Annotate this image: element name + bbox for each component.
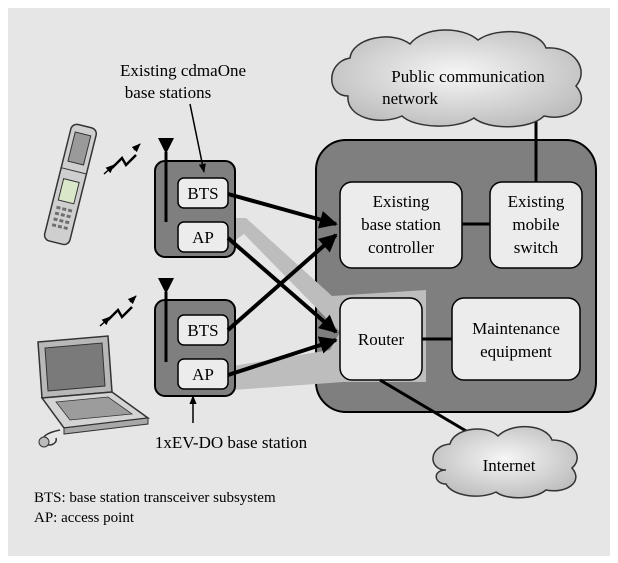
wireless-signal-icon — [99, 295, 137, 327]
mobile-phone-icon — [43, 123, 98, 246]
maintenance-label-line1: Maintenance — [472, 319, 560, 338]
wireless-signal-icon — [103, 143, 141, 175]
router-internet-link — [379, 378, 479, 440]
legend-bts-definition: BTS: base station transceiver subsystem — [34, 490, 276, 506]
bts-box-top — [177, 177, 229, 209]
legend-ap-definition: AP: access point — [34, 510, 135, 526]
internet-label: Internet — [483, 456, 536, 475]
switch-label-line3: switch — [514, 238, 559, 257]
bts-bottom-label: BTS — [187, 321, 218, 340]
laptop-icon — [37, 335, 150, 448]
maintenance-equipment-box — [451, 297, 581, 381]
bts-to-controller-arrow — [227, 192, 338, 229]
internet-cloud — [432, 425, 578, 499]
controller-label-line1: Existing — [373, 192, 430, 211]
controller-label-line2: base station — [361, 215, 441, 234]
public-network-label-line1: Public communication — [391, 67, 545, 86]
antenna-icon — [158, 138, 174, 222]
ap-to-router-arrow — [227, 336, 338, 377]
ap-box-top — [177, 221, 229, 253]
router-label: Router — [358, 330, 405, 349]
public-network-label-line2: network — [382, 89, 438, 108]
ap-to-router-arrow — [226, 236, 338, 334]
cdmaone-caption-line2: base stations — [125, 83, 211, 102]
ap-bottom-label: AP — [192, 365, 214, 384]
evdo-caption: 1xEV-DO base station — [155, 433, 308, 452]
antenna-icon — [158, 278, 174, 362]
maintenance-label-line2: equipment — [480, 342, 552, 361]
connection-lines — [226, 110, 538, 440]
public-network-cloud — [331, 29, 583, 128]
cdmaone-caption-line1: Existing cdmaOne — [120, 61, 246, 80]
switch-label-line1: Existing — [508, 192, 565, 211]
bts-top-label: BTS — [187, 184, 218, 203]
switch-label-line2: mobile — [512, 215, 559, 234]
cdmaone-caption-pointer — [189, 103, 206, 173]
controller-label-line3: controller — [368, 238, 434, 257]
ap-top-label: AP — [192, 228, 214, 247]
